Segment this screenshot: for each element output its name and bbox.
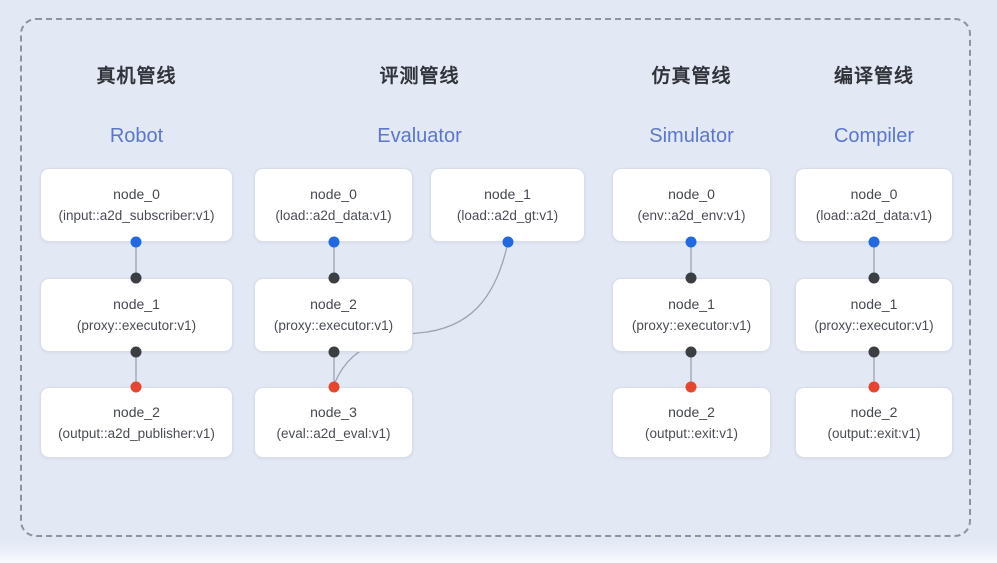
- node-box-simulator-node2: node_2 (output::exit:v1): [612, 387, 771, 458]
- node-type: (env::a2d_env:v1): [637, 208, 746, 223]
- node-name: node_1: [113, 296, 160, 312]
- node-box-robot-node1: node_1 (proxy::executor:v1): [40, 278, 233, 352]
- node-type: (input::a2d_subscriber:v1): [58, 208, 215, 223]
- node-type: (proxy::executor:v1): [76, 318, 197, 333]
- node-type: (proxy::executor:v1): [814, 318, 934, 333]
- node-box-simulator-node0: node_0 (env::a2d_env:v1): [612, 168, 771, 242]
- node-name: node_0: [850, 186, 898, 202]
- node-name: node_0: [113, 186, 160, 202]
- node-type: (eval::a2d_eval:v1): [276, 425, 391, 441]
- pipeline-title-zh-compiler: 编译管线: [833, 66, 914, 87]
- node-name: node_0: [310, 186, 357, 202]
- pipeline-title-zh-simulator: 仿真管线: [651, 66, 732, 87]
- node-type: (output::a2d_publisher:v1): [58, 425, 215, 441]
- node-name: node_1: [484, 186, 531, 202]
- node-name: node_2: [668, 403, 715, 420]
- node-name: node_2: [113, 403, 160, 420]
- node-type: (load::a2d_gt:v1): [456, 208, 559, 223]
- node-name: node_1: [850, 296, 898, 312]
- node-box-evaluator-node1: node_1 (load::a2d_gt:v1): [430, 168, 585, 242]
- pipeline-title-en-compiler: Compiler: [833, 125, 915, 147]
- node-type: (proxy::executor:v1): [631, 318, 752, 333]
- pipeline-title-en-simulator: Simulator: [649, 125, 734, 147]
- node-type: (proxy::executor:v1): [273, 318, 394, 333]
- node-name: node_2: [310, 296, 357, 312]
- node-type: (load::a2d_data:v1): [815, 208, 933, 223]
- node-name: node_0: [668, 186, 715, 202]
- node-box-evaluator-node0: node_0 (load::a2d_data:v1): [254, 168, 413, 242]
- node-box-simulator-node1: node_1 (proxy::executor:v1): [612, 278, 771, 352]
- node-box-compiler-node1: node_1 (proxy::executor:v1): [795, 278, 953, 352]
- pipeline-title-zh-evaluator: 评测管线: [379, 66, 460, 87]
- node-name: node_1: [668, 296, 715, 312]
- node-box-robot-node2: node_2 (output::a2d_publisher:v1): [40, 387, 233, 458]
- node-type: (output::exit:v1): [644, 425, 739, 441]
- edge-curve-gt-to-eval: [333, 241, 509, 386]
- node-box-compiler-node2: node_2 (output::exit:v1): [795, 387, 953, 458]
- node-name: node_2: [850, 403, 898, 420]
- node-box-evaluator-node3: node_3 (eval::a2d_eval:v1): [254, 387, 413, 458]
- pipeline-title-zh-robot: 真机管线: [96, 66, 177, 87]
- node-type: (load::a2d_data:v1): [275, 208, 392, 223]
- node-name: node_3: [310, 403, 357, 420]
- node-box-robot-node0: node_0 (input::a2d_subscriber:v1): [40, 168, 233, 242]
- node-box-compiler-node0: node_0 (load::a2d_data:v1): [795, 168, 953, 242]
- node-type: (output::exit:v1): [827, 425, 921, 441]
- pipeline-title-en-evaluator: Evaluator: [377, 125, 462, 147]
- node-box-evaluator-node2: node_2 (proxy::executor:v1): [254, 278, 413, 352]
- pipeline-title-en-robot: Robot: [109, 125, 164, 147]
